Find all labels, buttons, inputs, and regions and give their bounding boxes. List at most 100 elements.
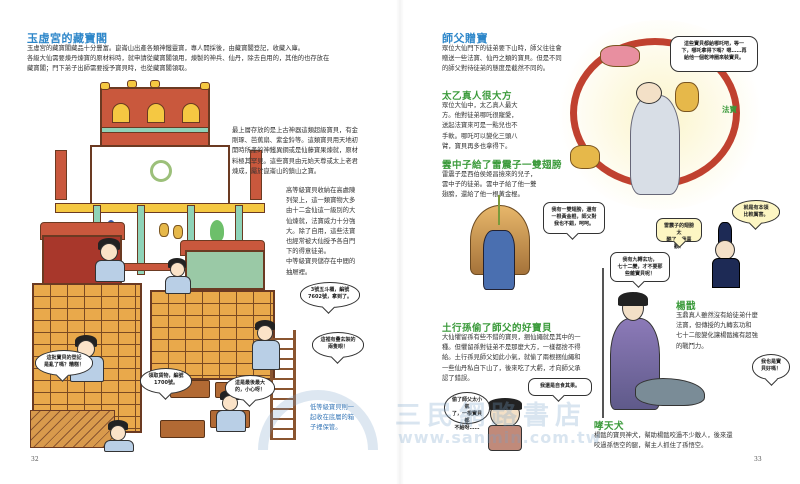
- body-line: 七十二般變化讓楊戩擁有超強: [676, 332, 758, 340]
- bubble-line: 七十二變，才不要那: [617, 264, 663, 270]
- leizhenzi-figure: [483, 230, 515, 290]
- speech-bubble: 3號五斗櫃，編號 7602號，拿到了。: [300, 282, 360, 308]
- body-line: 的戰鬥力。: [676, 342, 708, 350]
- speech-bubble-dog: 我也是寶 貝好嗎！: [752, 354, 790, 380]
- note-line: 料極其罕見。這些寶貝由元始天尊或太上老君: [232, 157, 358, 165]
- bubble-line: 給他一個乾坤圈來裝寶貝。: [683, 55, 744, 61]
- taiyi-zhenren-figure: [630, 95, 680, 195]
- speech-bubble-official: 就是有本領 比較厲害。: [732, 200, 780, 224]
- body-line: 送起法寶來可是一點兒也不: [442, 122, 518, 130]
- body-line: 眾位大仙門下的徒弟要下山時，師父往往會: [442, 45, 562, 52]
- speech-bubble-taiyi: 這些寶貝都給哪吒吧，等一 下，哪吒拿得下嗎？嗯……再 給他一個乾坤圈來裝寶貝。: [670, 36, 758, 72]
- tuxingsun-figure: [488, 425, 522, 451]
- book-gutter: [396, 0, 404, 484]
- body-line: 眾位大仙中，太乙真人最大: [442, 102, 518, 109]
- bubble-line: 一根黃金棍，師父對: [551, 214, 597, 220]
- bubble-line: 的，小心呀！: [234, 387, 265, 393]
- note-line: 剛琢、芭蕉扇、紫金鈴等。這類寶貝用天地初: [232, 137, 358, 145]
- bubble-line: 下，哪吒拿得下嗎？嗯……再: [681, 48, 747, 54]
- section-body-tuxingsun: 大仙懼留孫有些不錯的寶貝，捆仙繩就是其中的一 種。但懼留孫對徒弟不是那麼大方，一…: [442, 333, 612, 384]
- thought-bubble-tuxingsun: 偷了師父太小氣 了，一根寶貝都 不給呀……: [444, 392, 490, 431]
- bubble-line: 了，一根寶貝都: [451, 411, 482, 424]
- treasure-wheel: [570, 145, 600, 169]
- section-body-treasure-pavilion: 玉虛宮的藏寶閣藏品十分豐富。崑崙山出產各類神鐵靈寶，專人開採後，由藏寶閣登記，收…: [27, 44, 387, 75]
- tower-top-illustration: [100, 87, 210, 147]
- bubble-line: 是亂了嗎？糟糕！: [43, 362, 84, 368]
- body-line: 玉虛宮的藏寶閣藏品十分豐富。崑崙山出產各類神鐵靈寶，專人開採後，由藏寶閣登記，收…: [27, 45, 305, 52]
- body-line: 的師父對待徒弟的態度是截然不同的。: [442, 65, 550, 73]
- body-line: 藏寶閣；門下弟子出師需要授予寶貝時，也從藏寶閣領取。: [27, 65, 191, 73]
- section-title-leizhenzi: 雲中子給了雷震子一雙翅膀: [442, 160, 563, 171]
- bubble-line: 雷震子的翅膀太: [663, 223, 694, 236]
- note-line: 最上層存放的是上古神器這類超級寶貝，有金: [232, 127, 358, 134]
- trident-spear: [602, 268, 604, 418]
- body-line: 翅膀，還給了他一根黃金棍。: [442, 191, 524, 199]
- bubble-line: 這些寶貝都給哪吒吧，等一: [683, 41, 744, 47]
- section-title-yangjian: 楊戩: [676, 301, 697, 312]
- body-line: 手軟。哪吒可以變化三頭八: [442, 132, 518, 140]
- body-line: 一些仙丹私自下山了，後來吃了大虧，才向師父承: [442, 364, 581, 372]
- section-body-xiaotianquan: 楊戩的寶貝神犬，幫助楊戩咬過不少敵人，後來還 咬過孫悟空的腿，幫主人抓住了孫悟空…: [594, 431, 774, 451]
- note-line: 中等級寶貝儲存在中間的: [286, 258, 356, 266]
- speech-bubble-green-creature: 雷震子的翅膀太 酷了，我喜歡！: [656, 218, 702, 250]
- bubble-line: 兩隻眼！: [327, 344, 348, 350]
- body-line: 咬過孫悟空的腿，幫主人抓住了孫悟空。: [594, 442, 708, 450]
- note-line: 開時所產的神鐵異鋼或是仙藤寶果煉就，原材: [232, 147, 358, 155]
- section-title-taiyi: 太乙真人很大方: [442, 91, 513, 102]
- note-high-tier: 高等級寶貝收納在高處陳 列架上，這一類寶物大多 由十二金仙這一級別的大 仙煉就，…: [286, 186, 396, 278]
- bubble-line: 不給呀……: [454, 425, 480, 431]
- speech-bubble: 這裡有疊玄袈的 兩隻眼！: [312, 332, 364, 358]
- body-line: 楊戩的寶貝神犬，幫助楊戩咬過不少敵人，後來還: [594, 432, 733, 439]
- speech-bubble-yangjian: 我有九轉玄功， 七十二變，才不要那 些雜寶貝呢！: [610, 252, 670, 282]
- bubble-line: 偷了師父太小氣: [451, 397, 482, 410]
- bubble-line: 我還是自食其果。: [539, 383, 580, 389]
- official-figure: [712, 258, 740, 288]
- note-line: 抽屜裡。: [286, 268, 312, 276]
- speech-bubble-leizhenzi: 我有一雙翅膀，還有 一根黃金棍，師父對 我也不錯，呵呵。: [543, 202, 605, 234]
- note-line: 大。除了自用，這些法寶: [286, 227, 356, 235]
- bubble-line: 些雜寶貝呢！: [624, 271, 655, 277]
- page-number-right: 33: [754, 456, 762, 463]
- section-title-tuxingsun: 土行孫偷了師父的好寶貝: [442, 323, 553, 334]
- bubble-line: 我有一雙翅膀，還有: [551, 207, 597, 213]
- body-line: 各級大仙需要煉丹煉寶的原材料時，就申請從藏寶閣領用，煉製的神兵、仙丹，除去自用的…: [27, 55, 330, 63]
- treasure-gourd: [675, 82, 699, 112]
- bubble-line: 這是最後最大: [234, 380, 265, 386]
- body-line: 認了錯誤。: [442, 374, 474, 382]
- bubble-line: 這批寶貝的登記: [46, 355, 82, 361]
- body-line: 雷震子是西伯侯姬昌撿來的兒子，: [442, 171, 537, 178]
- note-line: 也經常被大仙授予各自門: [286, 238, 356, 246]
- section-body-yangjian: 玉鼎真人雖然沒有給徒弟什麼 法寶，但傳授的九轉玄功和 七十二般變化讓楊戩擁有超強…: [676, 311, 796, 352]
- bubble-line: 比較厲害。: [743, 212, 769, 218]
- body-line: 法寶，但傳授的九轉玄功和: [676, 322, 752, 330]
- bubble-line: 我也是寶: [760, 359, 781, 365]
- body-line: 給。土行孫見師父如此小氣，就偷了兩根捆仙繩和: [442, 354, 581, 362]
- xiaotianquan-dog: [635, 378, 705, 406]
- bubble-line: 這裡有疊玄袈的: [320, 337, 356, 343]
- body-line: 雲中子的徒弟。雲中子給了他一雙: [442, 181, 537, 189]
- section-body-taiyi: 眾位大仙中，太乙真人最大 方。他對徒弟哪吒很寵愛， 送起法寶來可是一點兒也不 手…: [442, 101, 542, 152]
- note-line: 高等級寶貝收納在高處陳: [286, 187, 356, 194]
- bubble-line: 我有九轉玄功，: [622, 257, 658, 263]
- body-line: 玉鼎真人雖然沒有給徒弟什麼: [676, 312, 758, 319]
- note-line: 由十二金仙這一級別的大: [286, 207, 356, 215]
- note-top-tier: 最上層存放的是上古神器這類超級寶貝，有金 剛琢、芭蕉扇、紫金鈴等。這類寶貝用天地…: [232, 126, 392, 177]
- left-page: 玉虛宮的藏寶閣 玉虛宮的藏寶閣藏品十分豐富。崑崙山出產各類神鐵靈寶，專人開採後，…: [0, 0, 400, 484]
- note-line: 仙煉就，法寶威力十分強: [286, 217, 356, 225]
- section-body-leizhenzi: 雷震子是西伯侯姬昌撿來的兒子， 雲中子的徒弟。雲中子給了他一雙 翅膀，還給了他一…: [442, 170, 572, 201]
- bubble-line: 我也不錯，呵呵。: [553, 221, 594, 227]
- bubble-line: 1700號。: [154, 380, 178, 386]
- bubble-line: 7602號，拿到了。: [308, 294, 352, 300]
- bubble-line: 就是有本領: [743, 205, 769, 211]
- page-number-left: 32: [31, 456, 39, 463]
- section-body-master-gifts: 眾位大仙門下的徒弟要下山時，師父往往會 贈送一些法寶、仙丹之類的寶貝。但是不同 …: [442, 44, 582, 75]
- note-line: 下的得意徒弟。: [286, 248, 331, 256]
- note-line: 列架上，這一類寶物大多: [286, 197, 356, 205]
- section-title-treasure-pavilion: 玉虛宮的藏寶閣: [27, 32, 108, 45]
- right-page: 師父贈寶 眾位大仙門下的徒弟要下山時，師父往往會 贈送一些法寶、仙丹之類的寶貝。…: [400, 0, 800, 484]
- fabao-label: 法寶: [722, 105, 737, 114]
- treasure-lotus: [600, 45, 640, 67]
- body-line: 臂，寶貝再多也拿得下。: [442, 142, 512, 150]
- body-line: 方。他對徒弟哪吒很寵愛，: [442, 112, 518, 120]
